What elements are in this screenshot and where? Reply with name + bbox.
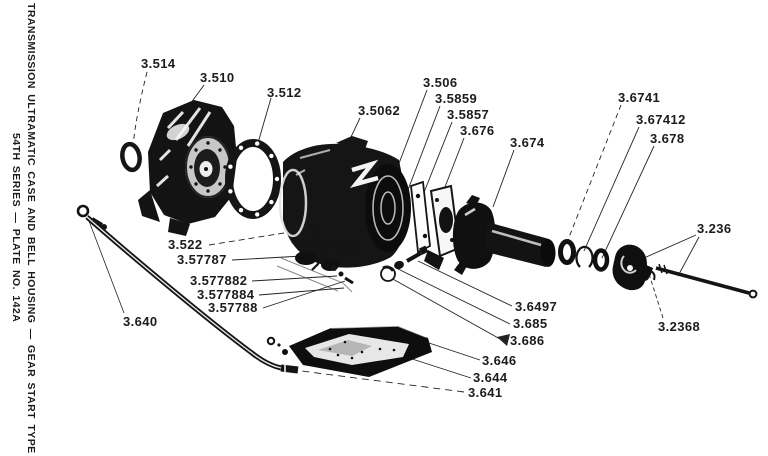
- part-label-35859: 3.5859: [435, 91, 478, 106]
- part-label-35857: 3.5857: [447, 107, 490, 122]
- arrowhead-icon: [497, 334, 510, 346]
- part-label-3641: 3.641: [468, 385, 503, 400]
- part-label-3522: 3.522: [168, 237, 203, 252]
- selector-control-rod: [76, 204, 299, 374]
- part-label-3640: 3.640: [123, 314, 158, 329]
- part-label-3644: 3.644: [473, 370, 508, 385]
- governor-small-parts: [380, 245, 429, 282]
- part-label-36741: 3.6741: [618, 90, 661, 105]
- manual-shaft-linkage: [291, 223, 361, 285]
- case-gasket: [225, 139, 281, 219]
- part-label-357788: 3.57788: [208, 300, 258, 315]
- output-flange: [612, 244, 656, 291]
- rear-gasket-plates: [410, 180, 461, 270]
- part-label-3506: 3.506: [423, 75, 458, 90]
- part-label-36497: 3.6497: [515, 299, 558, 314]
- part-label-35062: 3.5062: [358, 103, 401, 118]
- part-label-3577882: 3.577882: [190, 273, 248, 288]
- part-label-3678: 3.678: [650, 131, 685, 146]
- part-label-3512: 3.512: [267, 85, 302, 100]
- extension-housing: [452, 195, 556, 275]
- plate-title: TRANSMISSION ULTRAMATIC CASE AND BELL HO…: [25, 2, 37, 454]
- transmission-case: [276, 136, 411, 293]
- part-label-3674: 3.674: [510, 135, 545, 150]
- part-label-357787: 3.57787: [177, 252, 227, 267]
- bell-housing-oring: [120, 141, 142, 173]
- part-label-3577884: 3.577884: [197, 287, 255, 302]
- oil-pan: [282, 325, 432, 377]
- part-label-3676: 3.676: [460, 123, 495, 138]
- part-label-3514: 3.514: [141, 56, 176, 71]
- bell-housing: [138, 100, 237, 236]
- part-label-367412: 3.67412: [636, 112, 686, 127]
- part-label-3646: 3.646: [482, 353, 517, 368]
- output-washers: [558, 239, 610, 272]
- plate-subtitle: 54TH SERIES — PLATE NO. 142A: [10, 133, 22, 323]
- part-label-3236: 3.236: [697, 221, 732, 236]
- speedometer-rod: [655, 263, 758, 299]
- part-label-3685: 3.685: [513, 316, 548, 331]
- part-label-3510: 3.510: [200, 70, 235, 85]
- part-label-3686: 3.686: [510, 333, 545, 348]
- part-label-32368: 3.2368: [658, 319, 701, 334]
